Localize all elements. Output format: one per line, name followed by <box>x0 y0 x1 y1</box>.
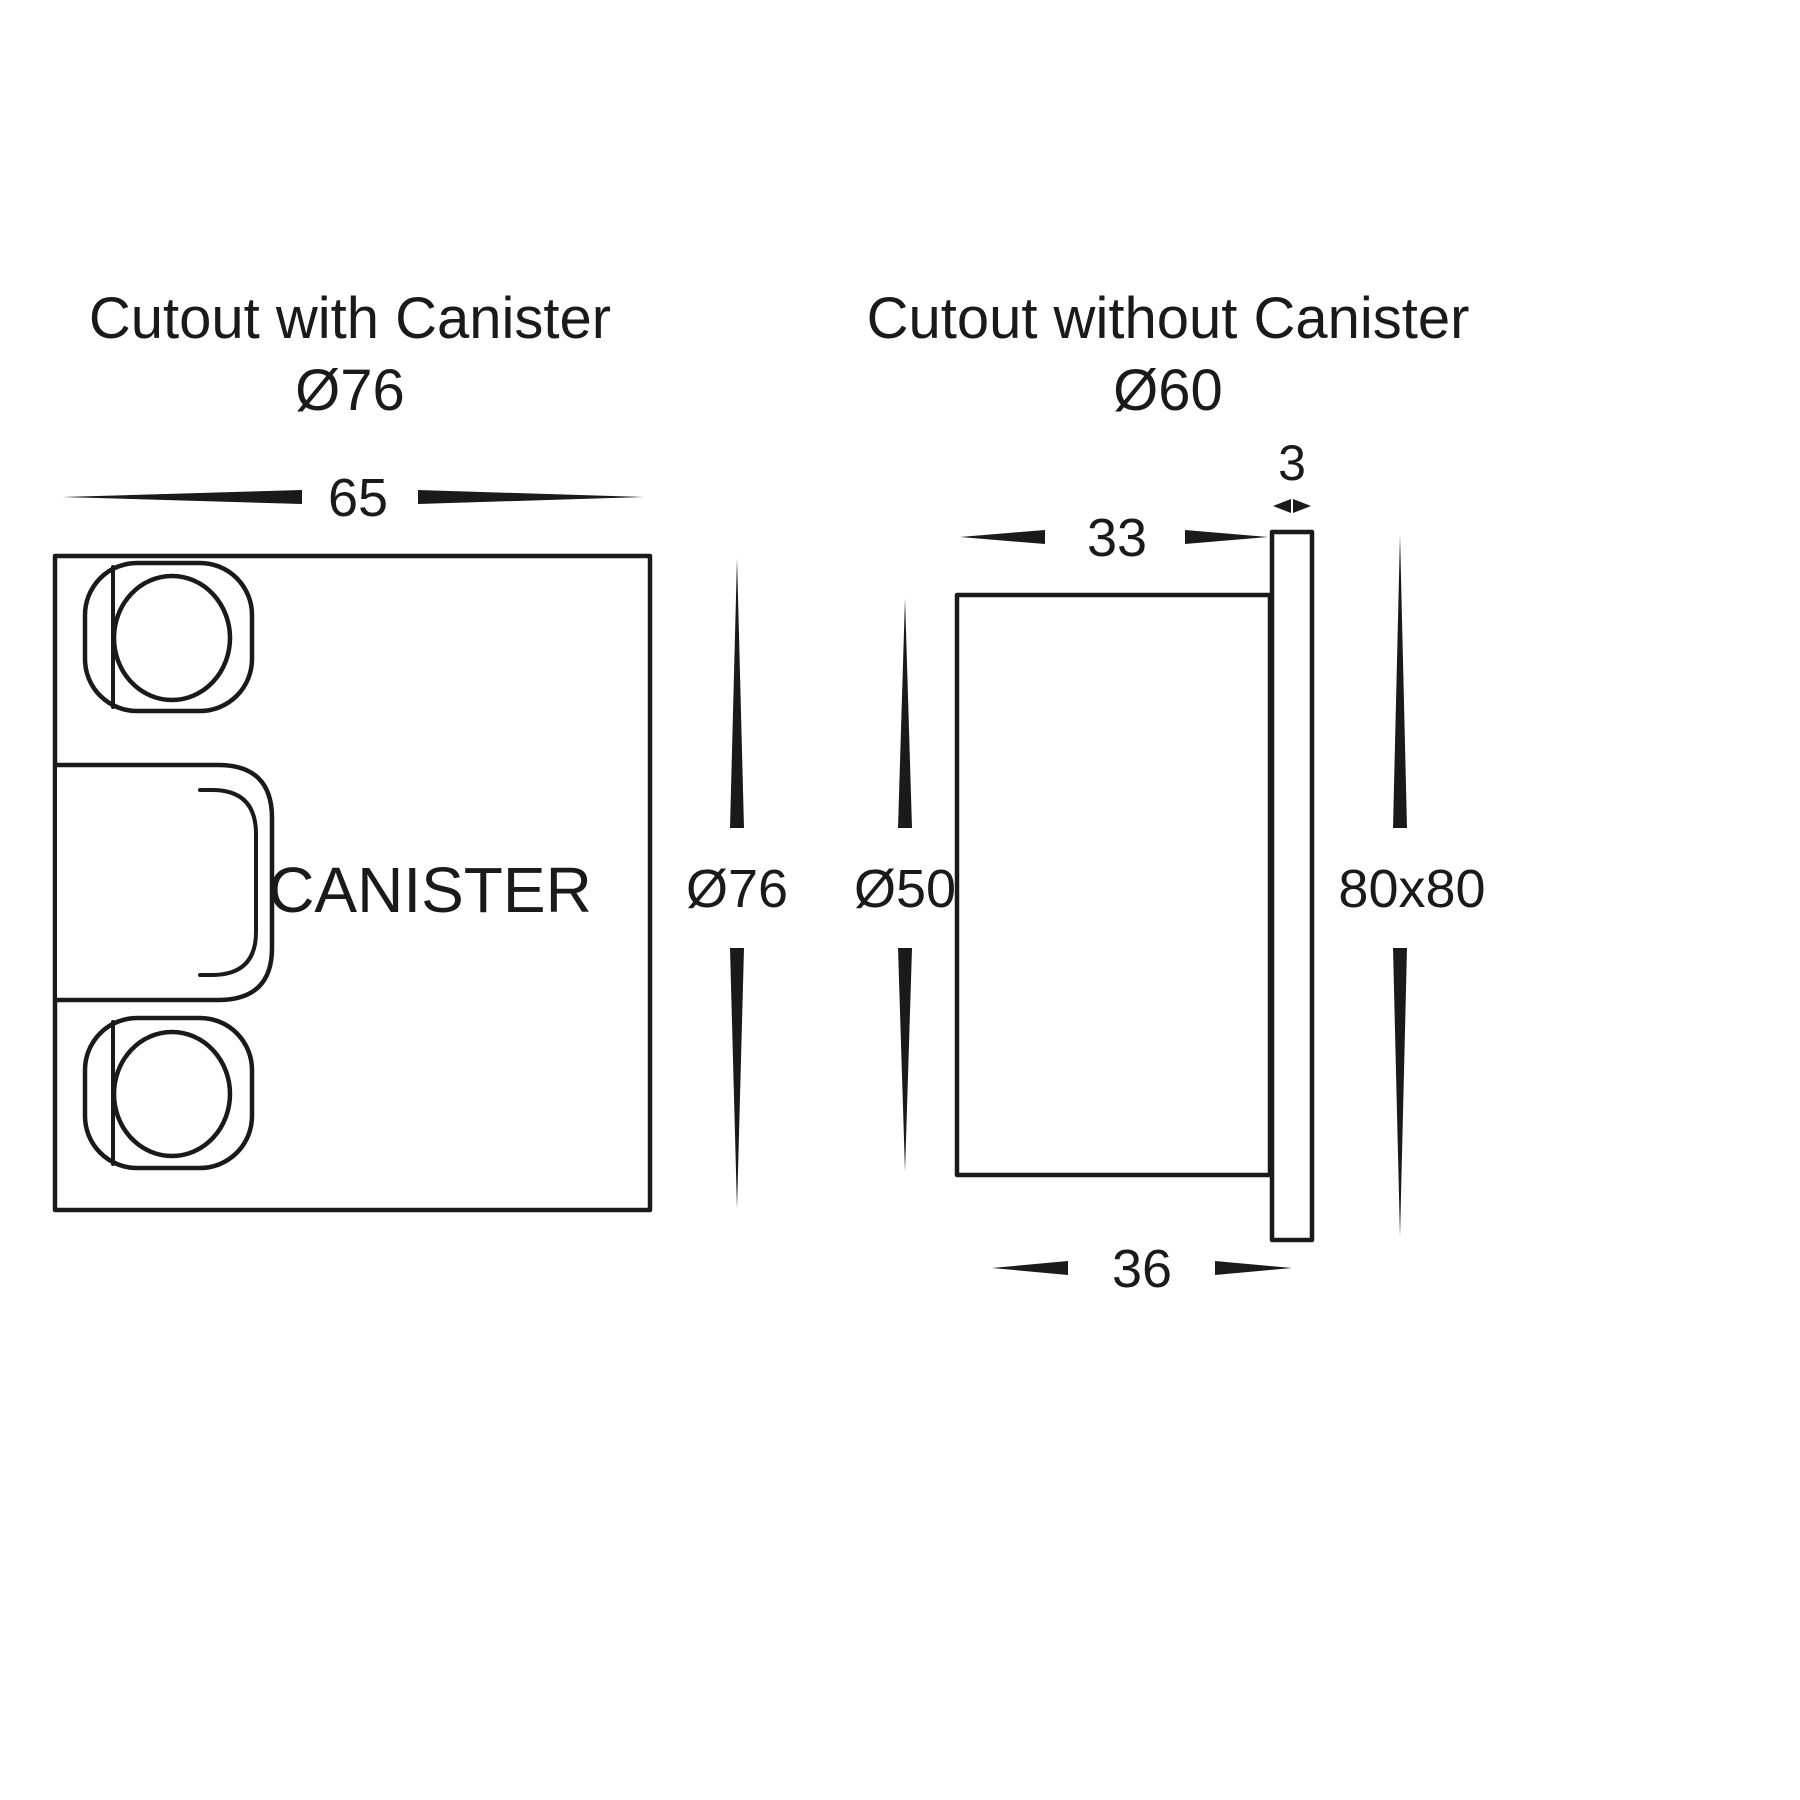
dim-arrow-left-icon <box>992 1261 1068 1275</box>
fixture-body-outline <box>954 592 1273 1178</box>
dim-arrow-down-icon <box>730 948 744 1209</box>
dim-arrow-down-icon <box>1393 948 1407 1237</box>
top-clip-group <box>82 560 255 714</box>
plate-size-dim-value: 80x80 <box>1338 859 1485 919</box>
left-width-dim-value: 65 <box>328 468 388 528</box>
left-view-title: Cutout with Canister <box>89 286 611 351</box>
plate-thickness-dimension: 3 <box>1273 435 1311 513</box>
dim-arrow-right-icon <box>1215 1261 1292 1275</box>
dim-arrow-left-icon <box>62 490 302 504</box>
right-view-title: Cutout without Canister <box>867 286 1470 351</box>
plate-size-dimension: 80x80 <box>1338 535 1486 1237</box>
canister-label: CANISTER <box>268 854 592 926</box>
faceplate-outline <box>1269 529 1315 1243</box>
dim-arrow-left-icon <box>960 530 1045 544</box>
thickness-arrow-left-icon <box>1273 499 1291 513</box>
dim-arrow-up-icon <box>898 598 912 828</box>
body-diameter-dimension: Ø50 <box>854 598 956 1172</box>
dim-arrow-up-icon <box>730 558 744 828</box>
left-view-group: Cutout with Canister Ø76 65 <box>52 286 788 1213</box>
left-diameter-dim-value: Ø76 <box>686 859 788 919</box>
depth-bottom-dimension: 36 <box>992 1239 1292 1299</box>
thickness-arrow-right-icon <box>1293 499 1311 513</box>
dim-arrow-right-icon <box>1185 530 1268 544</box>
bottom-clip-outline <box>82 1015 255 1171</box>
top-clip-outline <box>82 560 255 714</box>
canister-bump-outline <box>57 762 275 1003</box>
depth-top-dimension: 33 <box>960 508 1268 568</box>
left-width-dimension: 65 <box>62 468 644 528</box>
canister-bump-group <box>57 762 275 1003</box>
dim-arrow-right-icon <box>418 490 644 504</box>
depth-bottom-dim-value: 36 <box>1112 1239 1172 1299</box>
bottom-clip-group <box>82 1015 255 1171</box>
body-diameter-dim-value: Ø50 <box>854 859 956 919</box>
canister-bump-inner-bracket <box>198 788 258 977</box>
left-diameter-dimension: Ø76 <box>686 558 788 1209</box>
dim-arrow-up-icon <box>1393 535 1407 828</box>
depth-top-dim-value: 33 <box>1087 508 1147 568</box>
right-view-group: Cutout without Canister Ø60 3 33 <box>854 286 1486 1299</box>
plate-thickness-dim-value: 3 <box>1278 435 1306 491</box>
dim-arrow-down-icon <box>898 948 912 1172</box>
left-view-subtitle: Ø76 <box>295 358 405 423</box>
right-view-subtitle: Ø60 <box>1113 358 1223 423</box>
